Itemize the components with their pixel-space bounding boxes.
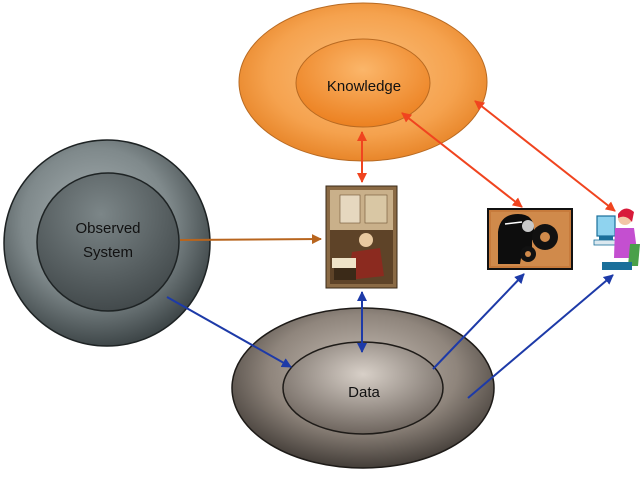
person-at-computer-icon xyxy=(593,208,640,270)
head-with-gears-icon xyxy=(487,208,573,270)
data-label: Data xyxy=(348,384,380,401)
arrow-data-ai xyxy=(432,273,525,370)
arrow-knowledge-user xyxy=(474,100,616,212)
arrow-data-user xyxy=(467,274,614,399)
knowledge-node: Knowledge xyxy=(238,2,488,162)
observed-system-label-line2: System xyxy=(83,244,133,261)
arrow-observed-data xyxy=(166,296,292,368)
data-node: Data xyxy=(231,307,495,469)
scholar-reading-icon xyxy=(325,185,398,289)
arrow-observed-scholar xyxy=(179,234,322,245)
observed-system-label-line1: Observed xyxy=(75,220,140,237)
observed-system-node: Observed System xyxy=(3,139,211,347)
arrows xyxy=(166,100,616,399)
knowledge-label: Knowledge xyxy=(327,78,401,95)
